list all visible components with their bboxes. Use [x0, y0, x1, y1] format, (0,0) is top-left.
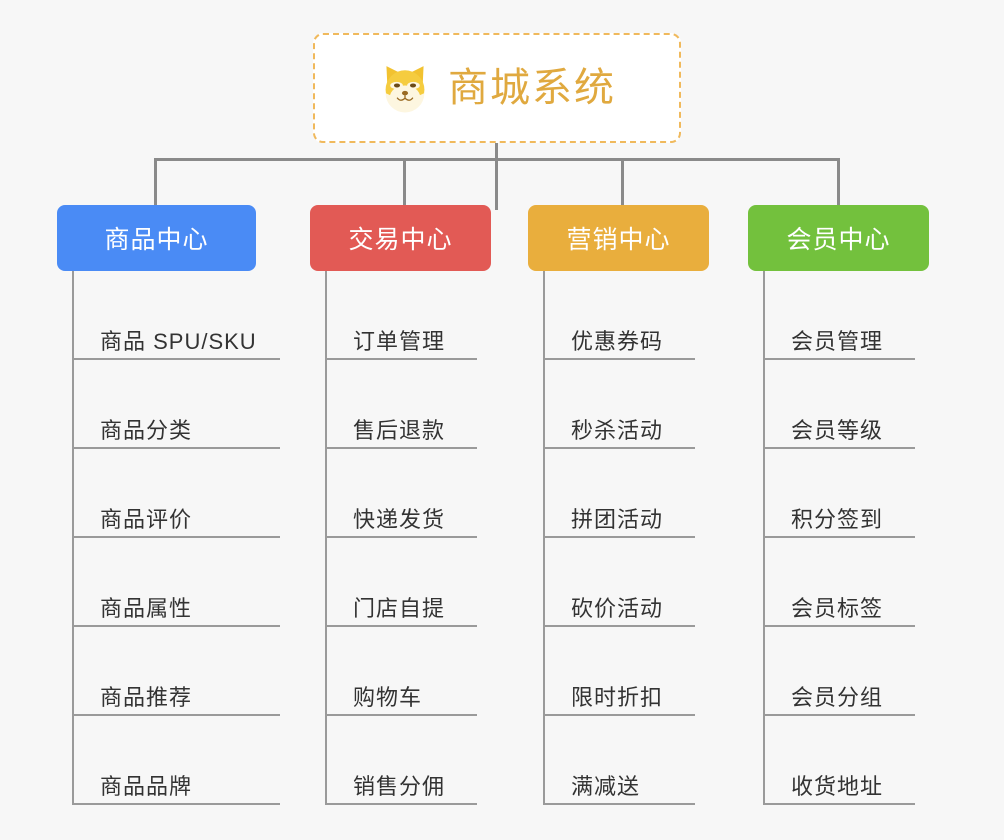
category-label: 会员中心 [786, 226, 891, 254]
connector-drop-2 [403, 158, 406, 207]
leaf-underline [763, 803, 915, 805]
leaf-underline [325, 447, 477, 449]
leaf-item[interactable]: 满减送 [543, 716, 695, 805]
leaf-underline [543, 536, 695, 538]
leaf-item[interactable]: 快递发货 [325, 449, 477, 538]
leaf-item[interactable]: 收货地址 [763, 716, 915, 805]
leaf-rail [325, 271, 327, 805]
leaf-item-label: 秒杀活动 [571, 417, 664, 443]
leaf-underline [763, 447, 915, 449]
leaf-item[interactable]: 商品推荐 [72, 627, 280, 716]
leaf-item[interactable]: 限时折扣 [543, 627, 695, 716]
leaf-item[interactable]: 砍价活动 [543, 538, 695, 627]
leaf-item-label: 快递发货 [353, 506, 446, 532]
leaf-underline [543, 447, 695, 449]
leaf-item[interactable]: 售后退款 [325, 360, 477, 449]
leaf-item-label: 销售分佣 [353, 773, 446, 799]
leaf-underline [325, 714, 477, 716]
leaf-item-label: 优惠券码 [571, 328, 664, 354]
leaf-item-label: 商品分类 [100, 417, 193, 443]
leaf-underline [763, 536, 915, 538]
leaf-underline [763, 358, 915, 360]
leaf-item[interactable]: 购物车 [325, 627, 477, 716]
leaf-underline [325, 625, 477, 627]
leaf-item-label: 商品属性 [100, 595, 193, 621]
leaf-rail [763, 271, 765, 805]
leaf-item[interactable]: 商品分类 [72, 360, 280, 449]
leaf-underline [325, 358, 477, 360]
leaf-item[interactable]: 拼团活动 [543, 449, 695, 538]
leaf-item-label: 商品评价 [100, 506, 193, 532]
leaf-item-label: 拼团活动 [571, 506, 664, 532]
leaf-underline [543, 358, 695, 360]
leaf-item-label: 商品品牌 [100, 773, 193, 799]
leaf-item[interactable]: 积分签到 [763, 449, 915, 538]
leaf-item-label: 商品推荐 [100, 684, 193, 710]
leaf-item-label: 积分签到 [791, 506, 884, 532]
leaf-underline [763, 714, 915, 716]
leaf-item-label: 收货地址 [791, 773, 884, 799]
leaf-item-label: 会员管理 [791, 328, 884, 354]
leaf-item-label: 订单管理 [353, 328, 446, 354]
leaf-item-label: 商品 SPU/SKU [100, 328, 257, 354]
leaf-item[interactable]: 秒杀活动 [543, 360, 695, 449]
leaf-item-label: 会员等级 [791, 417, 884, 443]
leaf-item-label: 售后退款 [353, 417, 446, 443]
leaf-item[interactable]: 优惠券码 [543, 271, 695, 360]
leaf-item[interactable]: 门店自提 [325, 538, 477, 627]
connector-root-stem [495, 143, 498, 210]
category-box-trade-center[interactable]: 交易中心 [310, 205, 491, 271]
leaf-underline [763, 625, 915, 627]
leaf-underline [72, 714, 280, 716]
category-box-member-center[interactable]: 会员中心 [748, 205, 929, 271]
leaf-item[interactable]: 会员管理 [763, 271, 915, 360]
category-box-product-center[interactable]: 商品中心 [57, 205, 256, 271]
leaf-item[interactable]: 会员分组 [763, 627, 915, 716]
leaf-item-label: 门店自提 [353, 595, 446, 621]
shiba-dog-face-icon [378, 61, 432, 115]
leaf-column-product-center: 商品 SPU/SKU 商品分类 商品评价 商品属性 商品推荐 商品品牌 [72, 271, 280, 805]
connector-drop-1 [154, 158, 157, 207]
category-label: 交易中心 [348, 226, 453, 254]
leaf-item-label: 砍价活动 [571, 595, 664, 621]
leaf-item[interactable]: 销售分佣 [325, 716, 477, 805]
leaf-item-label: 满减送 [571, 773, 641, 799]
leaf-item-label: 限时折扣 [571, 684, 664, 710]
root-node-title: 商城系统 [448, 66, 616, 110]
leaf-column-marketing-center: 优惠券码 秒杀活动 拼团活动 砍价活动 限时折扣 满减送 [543, 271, 695, 805]
leaf-item[interactable]: 会员等级 [763, 360, 915, 449]
leaf-item[interactable]: 商品 SPU/SKU [72, 271, 280, 360]
leaf-column-trade-center: 订单管理 售后退款 快递发货 门店自提 购物车 销售分佣 [325, 271, 477, 805]
leaf-underline [72, 358, 280, 360]
leaf-item-label: 购物车 [353, 684, 423, 710]
category-label: 商品中心 [104, 226, 209, 254]
leaf-underline [72, 447, 280, 449]
connector-drop-4 [837, 158, 840, 207]
leaf-underline [72, 536, 280, 538]
leaf-item-label: 会员标签 [791, 595, 884, 621]
connector-horizontal-bus [154, 158, 840, 161]
leaf-underline [325, 803, 477, 805]
category-box-marketing-center[interactable]: 营销中心 [528, 205, 709, 271]
leaf-underline [543, 714, 695, 716]
leaf-item[interactable]: 订单管理 [325, 271, 477, 360]
leaf-column-member-center: 会员管理 会员等级 积分签到 会员标签 会员分组 收货地址 [763, 271, 915, 805]
leaf-underline [543, 803, 695, 805]
root-node-shop-system[interactable]: 商城系统 [313, 33, 681, 143]
leaf-underline [72, 803, 280, 805]
leaf-underline [325, 536, 477, 538]
leaf-underline [543, 625, 695, 627]
leaf-item[interactable]: 商品评价 [72, 449, 280, 538]
connector-drop-3 [621, 158, 624, 207]
leaf-rail [543, 271, 545, 805]
leaf-rail [72, 271, 74, 805]
leaf-item[interactable]: 商品属性 [72, 538, 280, 627]
leaf-item[interactable]: 商品品牌 [72, 716, 280, 805]
leaf-item-label: 会员分组 [791, 684, 884, 710]
leaf-underline [72, 625, 280, 627]
category-label: 营销中心 [566, 226, 671, 254]
leaf-item[interactable]: 会员标签 [763, 538, 915, 627]
